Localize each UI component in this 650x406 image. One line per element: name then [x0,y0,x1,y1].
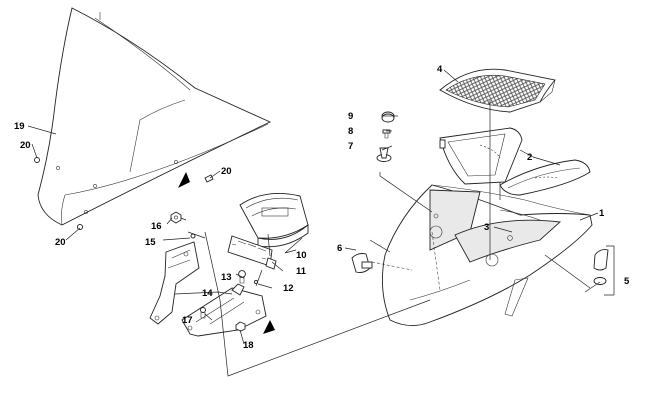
arrow-indicator-icon-lower [263,320,275,334]
callout-20-right: 20 [221,166,232,177]
hood-cowl [381,184,593,326]
screw-20-right [204,174,214,183]
bolt-13 [238,270,246,284]
screw-20-left [34,157,40,163]
callout-16: 16 [151,221,162,232]
screw-8 [382,129,391,139]
callout-4: 4 [437,64,443,75]
callout-leaders [27,69,615,345]
knob-5 [593,249,609,285]
nut-16 [170,211,182,224]
arrow-indicator-icon [178,172,190,188]
grommet-9 [381,111,395,123]
callout-18: 18 [243,340,254,351]
screw-17 [200,307,206,319]
nut-18 [235,321,246,332]
mounting-bracket-lower [181,283,267,337]
callout-19: 19 [14,121,25,132]
callout-10: 10 [296,250,307,261]
callout-2: 2 [527,152,532,163]
connector-6 [351,253,373,273]
mesh-vent [439,68,556,113]
screw-20-bottom [76,223,84,231]
callout-15: 15 [145,237,156,248]
callout-20-left: 20 [20,140,31,151]
callout-9: 9 [348,111,353,122]
callout-7: 7 [348,141,353,152]
callout-11: 11 [296,266,307,277]
callout-5: 5 [624,276,630,287]
callout-20-bottom: 20 [55,237,66,248]
callout-17: 17 [182,315,193,326]
callout-14: 14 [202,288,213,299]
gauge-assembly [239,192,309,248]
leader-lines [180,100,601,377]
gauge-bracket [227,235,277,270]
clip-7 [376,147,392,162]
callout-13: 13 [221,272,232,283]
windshield [37,7,272,226]
callout-8: 8 [348,126,353,137]
callout-1: 1 [599,208,605,219]
side-vent-upper [439,127,523,185]
callout-12: 12 [283,283,294,294]
mounting-bracket-upper [149,241,200,325]
callout-6: 6 [337,243,342,254]
side-vent-lower [499,159,591,196]
callout-3: 3 [484,222,489,233]
